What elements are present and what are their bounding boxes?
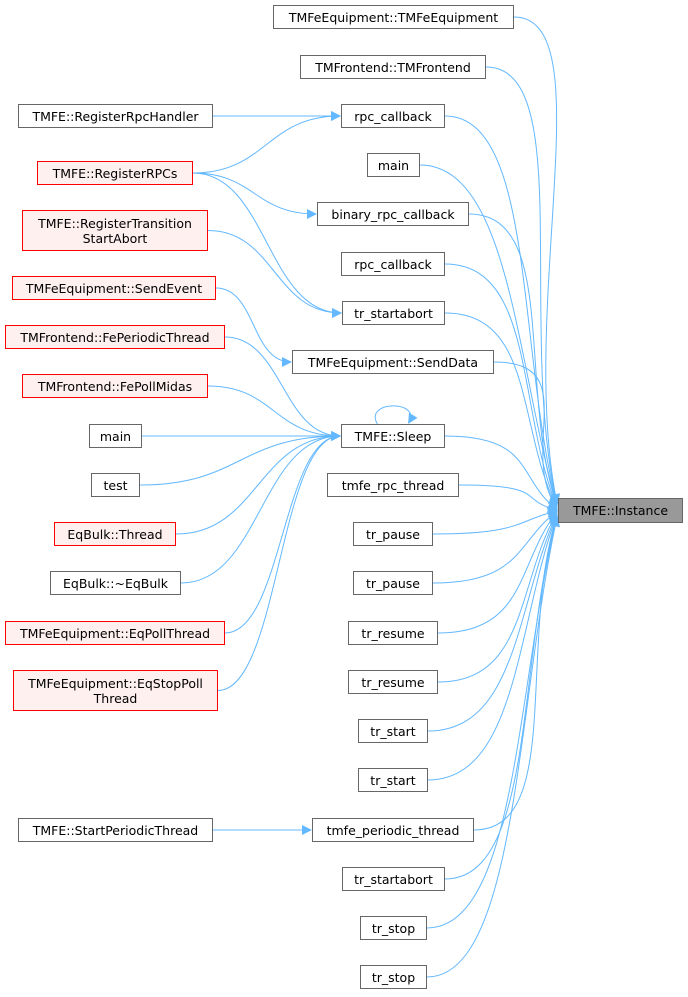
node-label: TMFeEquipment::EqStopPoll Thread: [28, 675, 203, 706]
node-tmfeequipment-ctor[interactable]: TMFeEquipment::TMFeEquipment: [273, 5, 514, 29]
edge-c2-to-focus: [485, 66, 560, 505]
node-label: TMFE::RegisterTransition StartAbort: [38, 215, 192, 246]
edge-c11-to-focus: [432, 508, 558, 535]
node-tmfe-registertransitionstartabort[interactable]: TMFE::RegisterTransition StartAbort: [22, 210, 208, 251]
edge-l8-to-c9: [139, 431, 341, 486]
edge-c10-to-focus: [458, 484, 558, 513]
node-rpc-callback-2[interactable]: rpc_callback: [341, 252, 445, 276]
edge-c9-to-focus: [444, 435, 558, 510]
edge-c20-to-focus: [426, 516, 560, 978]
edge-c15-to-focus: [427, 512, 558, 732]
edge-l12-to-c9: [217, 431, 341, 691]
node-tr-resume-2[interactable]: tr_resume: [348, 670, 438, 694]
node-test[interactable]: test: [91, 473, 140, 497]
node-tmfrontend-ctor[interactable]: TMFrontend::TMFrontend: [300, 55, 486, 79]
edge-l2-to-c3: [192, 111, 341, 174]
edge-c1-to-focus: [513, 16, 561, 505]
node-tr-startabort-2[interactable]: tr_startabort: [342, 867, 445, 891]
edge-l5-to-c9: [224, 336, 341, 441]
edge-l10-to-c9: [180, 431, 341, 584]
edge-c4-to-focus: [419, 164, 560, 507]
node-tmfe-periodic-thread[interactable]: tmfe_periodic_thread: [312, 818, 474, 842]
node-tmfe-registerrpchandler[interactable]: TMFE::RegisterRpcHandler: [18, 104, 213, 128]
node-eqbulk-destructor[interactable]: EqBulk::~EqBulk: [50, 571, 181, 595]
node-tr-stop-2[interactable]: tr_stop: [360, 965, 427, 989]
edge-c16-to-focus: [427, 513, 559, 781]
node-tmfeequipment-senddata[interactable]: TMFeEquipment::SendData: [292, 350, 494, 374]
edge-c8-to-focus: [493, 361, 558, 510]
edge-c6-to-focus: [444, 263, 559, 508]
node-rpc-callback-1[interactable]: rpc_callback: [341, 104, 445, 128]
edge-l11-to-c9: [224, 431, 341, 634]
edge-c5-to-focus: [468, 213, 559, 507]
node-tr-startabort-1[interactable]: tr_startabort: [342, 301, 445, 325]
node-tr-start-1[interactable]: tr_start: [358, 719, 428, 743]
node-tmfrontend-fepollmidas[interactable]: TMFrontend::FePollMidas: [22, 374, 208, 398]
edge-l9-to-c9: [175, 431, 341, 535]
edge-l4-to-c8: [215, 287, 292, 367]
node-tmfe-sleep[interactable]: TMFE::Sleep: [341, 424, 445, 448]
edge-c19-to-focus: [426, 515, 560, 929]
edge-l6-to-c9: [207, 385, 341, 441]
node-tr-resume-1[interactable]: tr_resume: [348, 621, 438, 645]
edge-l2-to-c7: [192, 172, 342, 318]
edge-c18-to-focus: [444, 515, 560, 880]
edge-c9-to-c9: [374, 405, 418, 425]
node-tmfrontend-feperiodicthread[interactable]: TMFrontend::FePeriodicThread: [5, 325, 225, 349]
node-tr-stop-1[interactable]: tr_stop: [360, 916, 427, 940]
node-tmfeequipment-sendevent[interactable]: TMFeEquipment::SendEvent: [12, 276, 216, 300]
node-tmfe-startperiodicthread[interactable]: TMFE::StartPeriodicThread: [18, 818, 213, 842]
edge-l3-to-c7: [207, 230, 342, 318]
edge-c14-to-focus: [437, 512, 558, 683]
edge-l2-to-c5: [192, 172, 317, 219]
node-tmfeequipment-eqpollthread[interactable]: TMFeEquipment::EqPollThread: [5, 621, 225, 645]
node-tr-pause-1[interactable]: tr_pause: [353, 522, 433, 546]
node-tmfe-rpc-thread[interactable]: tmfe_rpc_thread: [327, 473, 459, 497]
node-tr-start-2[interactable]: tr_start: [358, 768, 428, 792]
edge-c12-to-focus: [432, 511, 558, 584]
node-tr-pause-2[interactable]: tr_pause: [353, 571, 433, 595]
node-main-2[interactable]: main: [89, 424, 142, 448]
node-main-1[interactable]: main: [367, 153, 420, 177]
edge-c13-to-focus: [437, 511, 558, 634]
node-binary-rpc-callback[interactable]: binary_rpc_callback: [317, 202, 469, 226]
node-eqbulk-thread[interactable]: EqBulk::Thread: [54, 522, 176, 546]
node-tmfe-instance: TMFE::Instance: [558, 498, 683, 523]
edge-c7-to-focus: [444, 312, 558, 509]
node-tmfe-registerrpcs[interactable]: TMFE::RegisterRPCs: [37, 161, 193, 185]
node-tmfeequipment-eqstoppollthread[interactable]: TMFeEquipment::EqStopPoll Thread: [13, 670, 218, 711]
